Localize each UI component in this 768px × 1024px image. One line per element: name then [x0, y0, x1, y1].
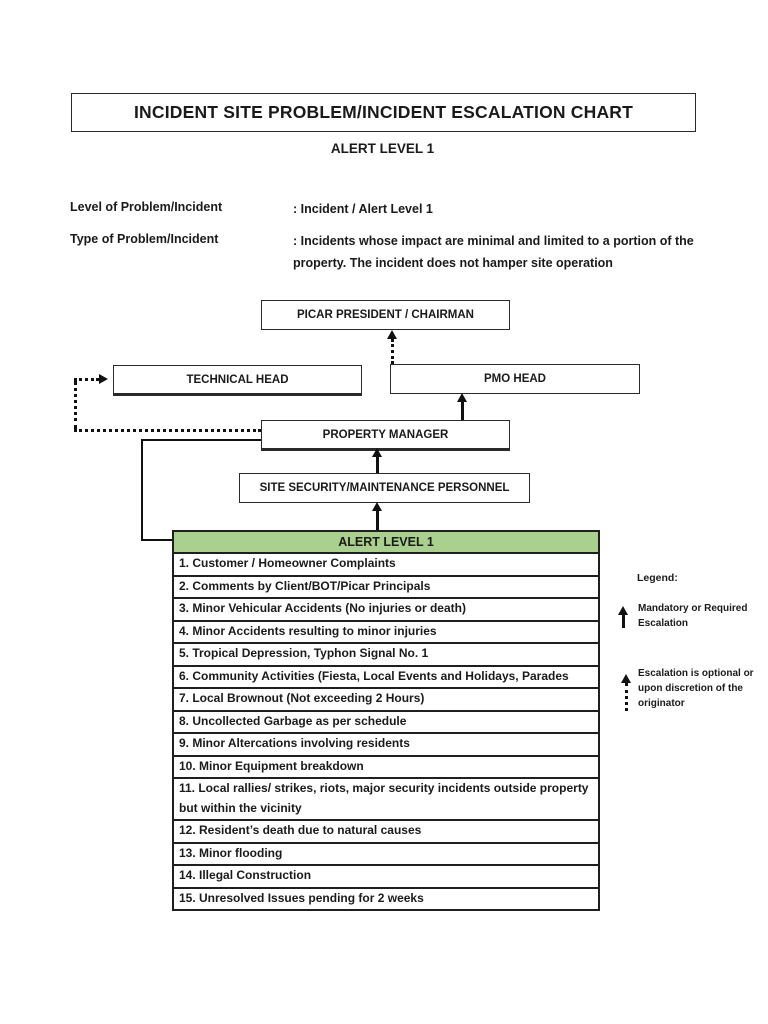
- dotted-elbow-horizontal: [74, 429, 261, 432]
- legend-entry-optional: Escalation is optional or upon discretio…: [638, 668, 754, 709]
- org-node-pmo-head: PMO HEAD: [390, 364, 640, 394]
- solid-up-arrow-site-to-property: [372, 448, 382, 473]
- alert-table-row: 1. Customer / Homeowner Complaints: [174, 554, 598, 577]
- org-node-picar-president: PICAR PRESIDENT / CHAIRMAN: [261, 300, 510, 330]
- alert-table-row: 4. Minor Accidents resulting to minor in…: [174, 622, 598, 644]
- solid-up-arrow-table-to-site: [372, 502, 382, 530]
- info-value-type: : Incidents whose impact are minimal and…: [293, 234, 694, 270]
- solid-elbow-vertical: [141, 439, 143, 541]
- alert-table-row: 11. Local rallies/ strikes, riots, major…: [174, 779, 598, 821]
- alert-level-table: ALERT LEVEL 1 1. Customer / Homeowner Co…: [172, 530, 600, 911]
- org-node-technical-head: TECHNICAL HEAD: [113, 365, 362, 396]
- alert-table-header: ALERT LEVEL 1: [174, 532, 598, 554]
- alert-table-row: 5. Tropical Depression, Typhon Signal No…: [174, 644, 598, 667]
- solid-elbow-horizontal-bottom: [141, 539, 172, 541]
- info-label-level: Level of Problem/Incident: [70, 200, 223, 214]
- solid-up-arrow-property-to-pmo: [457, 393, 467, 420]
- alert-table-row: 10. Minor Equipment breakdown: [174, 757, 598, 779]
- dotted-up-arrow-pmo-to-picar: [387, 330, 397, 364]
- org-node-property-manager: PROPERTY MANAGER: [261, 420, 510, 451]
- info-label-type: Type of Problem/Incident: [70, 232, 219, 246]
- dotted-elbow-vertical: [74, 381, 77, 429]
- legend-title: Legend:: [637, 572, 678, 584]
- solid-elbow-horizontal-top: [141, 439, 261, 441]
- dotted-right-arrow-to-technical: [74, 374, 108, 384]
- org-node-site-security: SITE SECURITY/MAINTENANCE PERSONNEL: [239, 473, 530, 503]
- alert-table-row: 8. Uncollected Garbage as per schedule: [174, 712, 598, 734]
- alert-table-row: 3. Minor Vehicular Accidents (No injurie…: [174, 599, 598, 622]
- chart-title: INCIDENT SITE PROBLEM/INCIDENT ESCALATIO…: [133, 102, 634, 122]
- chart-title-box: INCIDENT SITE PROBLEM/INCIDENT ESCALATIO…: [71, 93, 696, 132]
- alert-table-row: 2. Comments by Client/BOT/Picar Principa…: [174, 577, 598, 599]
- alert-table-row: 6. Community Activities (Fiesta, Local E…: [174, 667, 598, 689]
- chart-subtitle: ALERT LEVEL 1: [330, 141, 435, 156]
- info-value-level: : Incident / Alert Level 1: [293, 202, 433, 216]
- legend-entry-mandatory: Mandatory or Required Escalation: [638, 603, 748, 629]
- alert-table-row: 9. Minor Altercations involving resident…: [174, 734, 598, 757]
- alert-table-row: 14. Illegal Construction: [174, 866, 598, 889]
- alert-table-row: 15. Unresolved Issues pending for 2 week…: [179, 890, 424, 905]
- alert-table-row: 12. Resident’s death due to natural caus…: [174, 821, 598, 844]
- alert-table-row: 13. Minor flooding: [174, 844, 598, 866]
- alert-table-row: 7. Local Brownout (Not exceeding 2 Hours…: [174, 689, 598, 712]
